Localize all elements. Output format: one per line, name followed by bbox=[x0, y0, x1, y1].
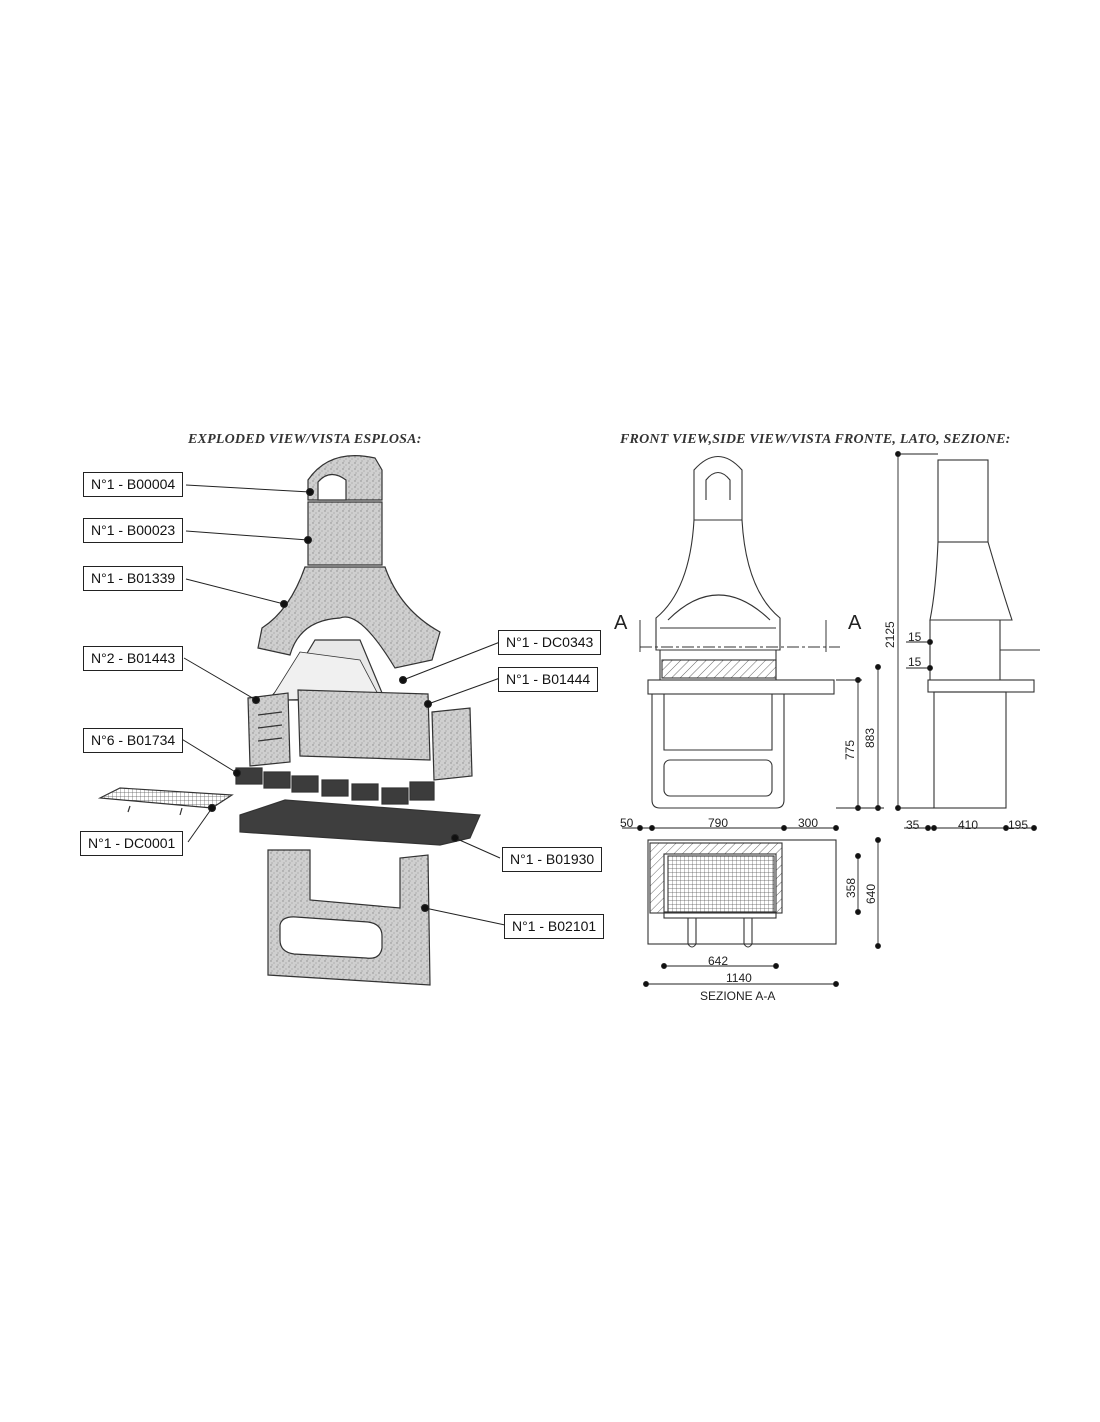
part-label: N°1 - DC0001 bbox=[80, 831, 184, 856]
section-dim-lines bbox=[643, 837, 881, 987]
section-view bbox=[647, 839, 837, 948]
dim-883: 883 bbox=[863, 727, 877, 748]
part-label: N°2 - B01443 bbox=[83, 646, 184, 671]
back-wall-part bbox=[297, 689, 431, 761]
dim-358: 358 bbox=[844, 877, 858, 898]
dim-640: 640 bbox=[864, 883, 878, 904]
hood-part bbox=[257, 566, 441, 669]
dim-642: 642 bbox=[708, 954, 729, 968]
part-label: N°1 - DC0343 bbox=[498, 630, 602, 655]
front-view bbox=[640, 456, 840, 809]
section-mark-left: A bbox=[614, 612, 628, 634]
side-wall-right-part bbox=[431, 707, 473, 781]
dim-50: 50 bbox=[620, 816, 634, 830]
dim-15-top: 15 bbox=[908, 630, 922, 644]
chimney-body-part bbox=[307, 501, 383, 566]
dim-35: 35 bbox=[906, 818, 920, 832]
side-wall-left-part bbox=[247, 692, 291, 767]
views-heading: FRONT VIEW,SIDE VIEW/VISTA FRONTE, LATO,… bbox=[620, 432, 1011, 447]
side-dim-lines bbox=[895, 451, 1037, 831]
dim-2125: 2125 bbox=[883, 621, 897, 648]
exploded-view-heading: EXPLODED VIEW/VISTA ESPLOSA: bbox=[188, 432, 422, 447]
part-label: N°6 - B01734 bbox=[83, 728, 184, 753]
grill-part bbox=[97, 787, 234, 809]
front-dim-lines bbox=[622, 620, 884, 831]
part-label: N°1 - B01930 bbox=[502, 847, 603, 872]
leader-lines bbox=[179, 484, 506, 926]
part-label: N°1 - B02101 bbox=[504, 914, 605, 939]
dim-195: 195 bbox=[1008, 818, 1029, 832]
side-view bbox=[927, 459, 1040, 809]
slab-part bbox=[239, 799, 481, 846]
part-label: N°1 - B01339 bbox=[83, 566, 184, 591]
dim-300: 300 bbox=[798, 816, 819, 830]
dim-790: 790 bbox=[708, 816, 729, 830]
section-title: SEZIONE A-A bbox=[700, 989, 776, 1003]
firebricks-part bbox=[235, 767, 435, 805]
dim-410: 410 bbox=[958, 818, 979, 832]
section-mark-right: A bbox=[848, 612, 862, 634]
part-label: N°1 - B01444 bbox=[498, 667, 599, 692]
dim-1140: 1140 bbox=[726, 971, 752, 985]
part-label: N°1 - B00023 bbox=[83, 518, 184, 543]
dim-775: 775 bbox=[843, 739, 857, 760]
dim-15-bottom: 15 bbox=[908, 655, 922, 669]
exploded-view bbox=[97, 455, 481, 986]
part-label: N°1 - B00004 bbox=[83, 472, 184, 497]
